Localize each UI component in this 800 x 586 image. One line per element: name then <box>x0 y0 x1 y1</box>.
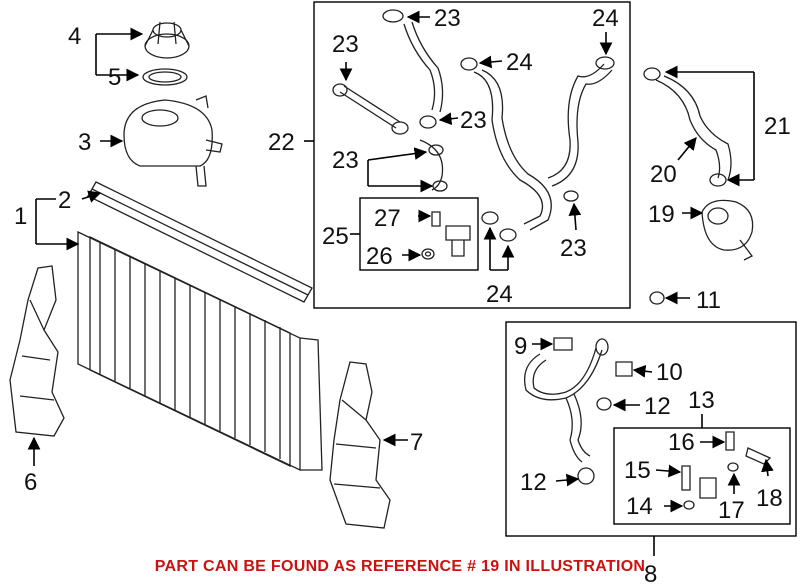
callout-3: 3 <box>78 129 91 156</box>
callout-12-upper: 12 <box>644 393 671 420</box>
callout-5: 5 <box>108 64 121 91</box>
callout-18: 18 <box>756 485 783 512</box>
footer-note: PART CAN BE FOUND AS REFERENCE # 19 IN I… <box>154 558 646 575</box>
coolant-reservoir <box>123 95 223 187</box>
callout-21: 21 <box>764 113 791 140</box>
hose-assembly-22 <box>339 21 613 231</box>
water-pump-19 <box>701 199 754 261</box>
hose-clamps-23-24 <box>332 9 615 242</box>
callout-23-right: 23 <box>460 107 487 134</box>
callout-4: 4 <box>68 23 81 50</box>
callout-9: 9 <box>514 333 527 360</box>
callout-24-mid: 24 <box>506 49 533 76</box>
right-air-guide <box>329 361 391 529</box>
callout-22: 22 <box>268 129 295 156</box>
group-box-22 <box>313 1 631 309</box>
callout-12-lower: 12 <box>520 469 547 496</box>
callout-19: 19 <box>648 201 675 228</box>
cap-seal-ring <box>142 68 188 86</box>
callout-25: 25 <box>322 223 349 250</box>
callout-23-top: 23 <box>434 5 461 32</box>
callout-2: 2 <box>58 187 71 214</box>
coolant-pipe-assembly <box>523 338 609 463</box>
callout-23-left: 23 <box>332 147 359 174</box>
radiator-seal-strip <box>87 181 313 303</box>
callout-8: 8 <box>644 561 657 586</box>
callout-27: 27 <box>374 205 401 232</box>
callout-13: 13 <box>688 387 715 414</box>
callout-24-top: 24 <box>592 5 619 32</box>
callout-23-bottom: 23 <box>560 235 587 262</box>
callout-1: 1 <box>14 203 27 230</box>
group-box-8 <box>505 321 797 537</box>
left-air-guide <box>9 265 65 437</box>
callout-14: 14 <box>626 493 653 520</box>
pipe-fittings-9-10-12 <box>553 337 633 485</box>
callout-6: 6 <box>24 469 37 496</box>
fitting-25-parts <box>421 211 471 260</box>
callout-26: 26 <box>366 243 393 270</box>
callout-17: 17 <box>718 497 745 524</box>
callout-24-bottom: 24 <box>486 281 513 308</box>
callout-10: 10 <box>656 359 683 386</box>
leader-lines <box>27 10 774 556</box>
callout-23-upper-left: 23 <box>332 31 359 58</box>
callout-15: 15 <box>624 457 651 484</box>
callout-7: 7 <box>410 429 423 456</box>
clamp-11 <box>649 291 665 305</box>
radiator <box>77 230 323 472</box>
callout-20: 20 <box>650 161 677 188</box>
callout-11: 11 <box>696 287 721 314</box>
hose-20 <box>643 67 732 187</box>
reservoir-cap <box>144 21 190 59</box>
callout-16: 16 <box>668 429 695 456</box>
